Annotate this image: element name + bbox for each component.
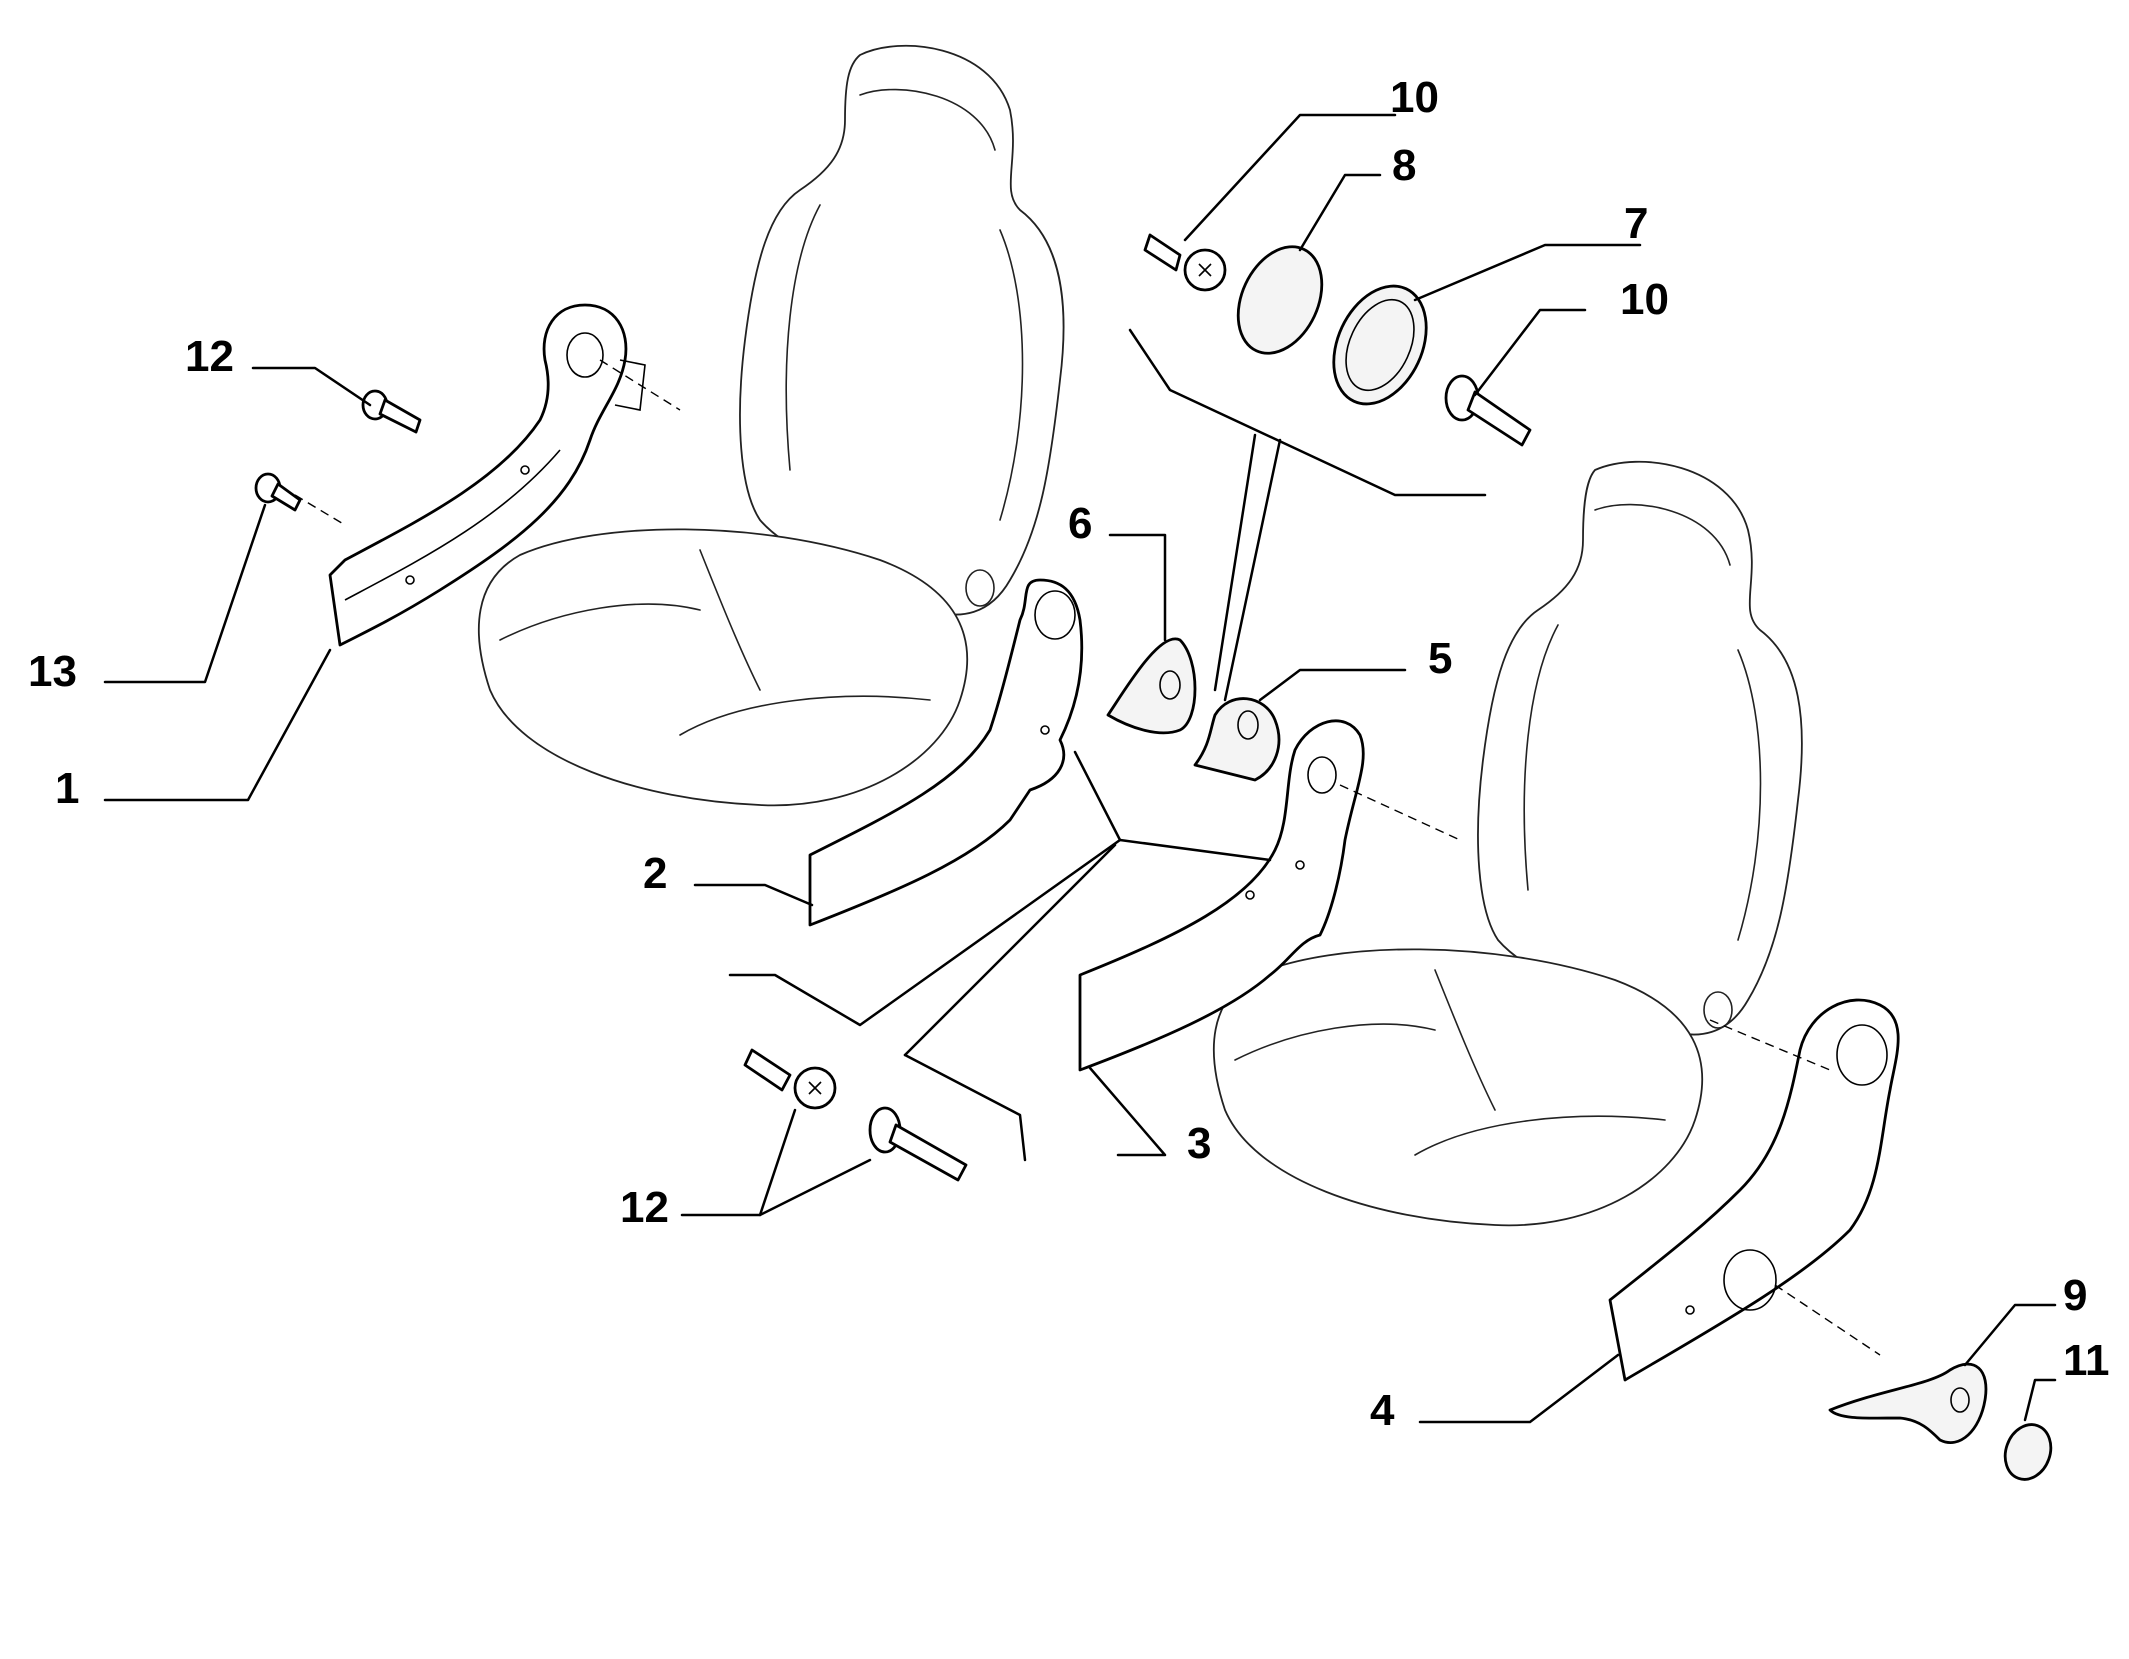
leader-8 [1298, 173, 1382, 252]
leader-10b [1473, 308, 1587, 397]
leader-lines [103, 113, 2057, 1424]
leader-6 [1108, 533, 1167, 642]
screw-part-13 [254, 472, 302, 512]
leader-5 [1258, 668, 1407, 702]
cap-part-8 [1236, 245, 1324, 355]
callout-9: 9 [2063, 1271, 2087, 1320]
leader-4 [1418, 1353, 1620, 1424]
group-bracket-top [1128, 328, 1487, 702]
leader-10a [1183, 113, 1397, 242]
callout-8: 8 [1392, 141, 1416, 190]
screw-part-10-lower [1444, 374, 1532, 447]
leader-3 [1088, 1066, 1167, 1157]
callout-7: 7 [1624, 199, 1648, 248]
callout-5: 5 [1428, 634, 1452, 683]
callout-6: 6 [1068, 499, 1092, 548]
leader-9 [1963, 1303, 2057, 1367]
leader-1 [103, 648, 332, 802]
screw-part-12-lower-b [868, 1106, 968, 1182]
trim-panel-part-2 [808, 578, 1084, 927]
leader-11 [2023, 1378, 2057, 1422]
callout-2: 2 [643, 849, 667, 898]
callout-10-right: 10 [1620, 275, 1669, 324]
lever-part-9 [1828, 1362, 1988, 1444]
leader-12a [251, 366, 372, 407]
leader-13 [103, 503, 267, 684]
callout-1: 1 [55, 764, 79, 813]
callout-11: 11 [2063, 1336, 2110, 1385]
screw-part-12-upper [361, 389, 422, 434]
screw-part-12-lower-a [743, 1048, 837, 1110]
callout-13: 13 [28, 647, 77, 696]
callout-labels: 1 2 3 4 5 6 7 8 9 10 10 11 12 12 13 [28, 73, 2110, 1435]
callout-3: 3 [1187, 1119, 1211, 1168]
ring-part-7 [1332, 284, 1428, 406]
leader-12b-alt [758, 1108, 797, 1217]
leader-7 [1413, 243, 1642, 302]
cover-part-5 [1193, 697, 1281, 782]
cover-part-6 [1106, 637, 1197, 735]
cap-part-11 [2003, 1423, 2053, 1481]
callout-12-bottom: 12 [620, 1183, 669, 1232]
callout-10-top: 10 [1390, 73, 1439, 122]
right-seat [1212, 460, 1803, 1227]
group-bracket-bottom [728, 750, 1272, 1162]
callout-12-top: 12 [185, 332, 234, 381]
leader-2 [693, 883, 814, 907]
screw-part-10-upper [1143, 233, 1227, 292]
trim-panel-part-1 [328, 303, 646, 647]
trim-panel-part-3 [1078, 719, 1365, 1072]
callout-4: 4 [1370, 1386, 1395, 1435]
trim-panel-part-4 [1608, 998, 1900, 1382]
left-seat [477, 44, 1065, 807]
